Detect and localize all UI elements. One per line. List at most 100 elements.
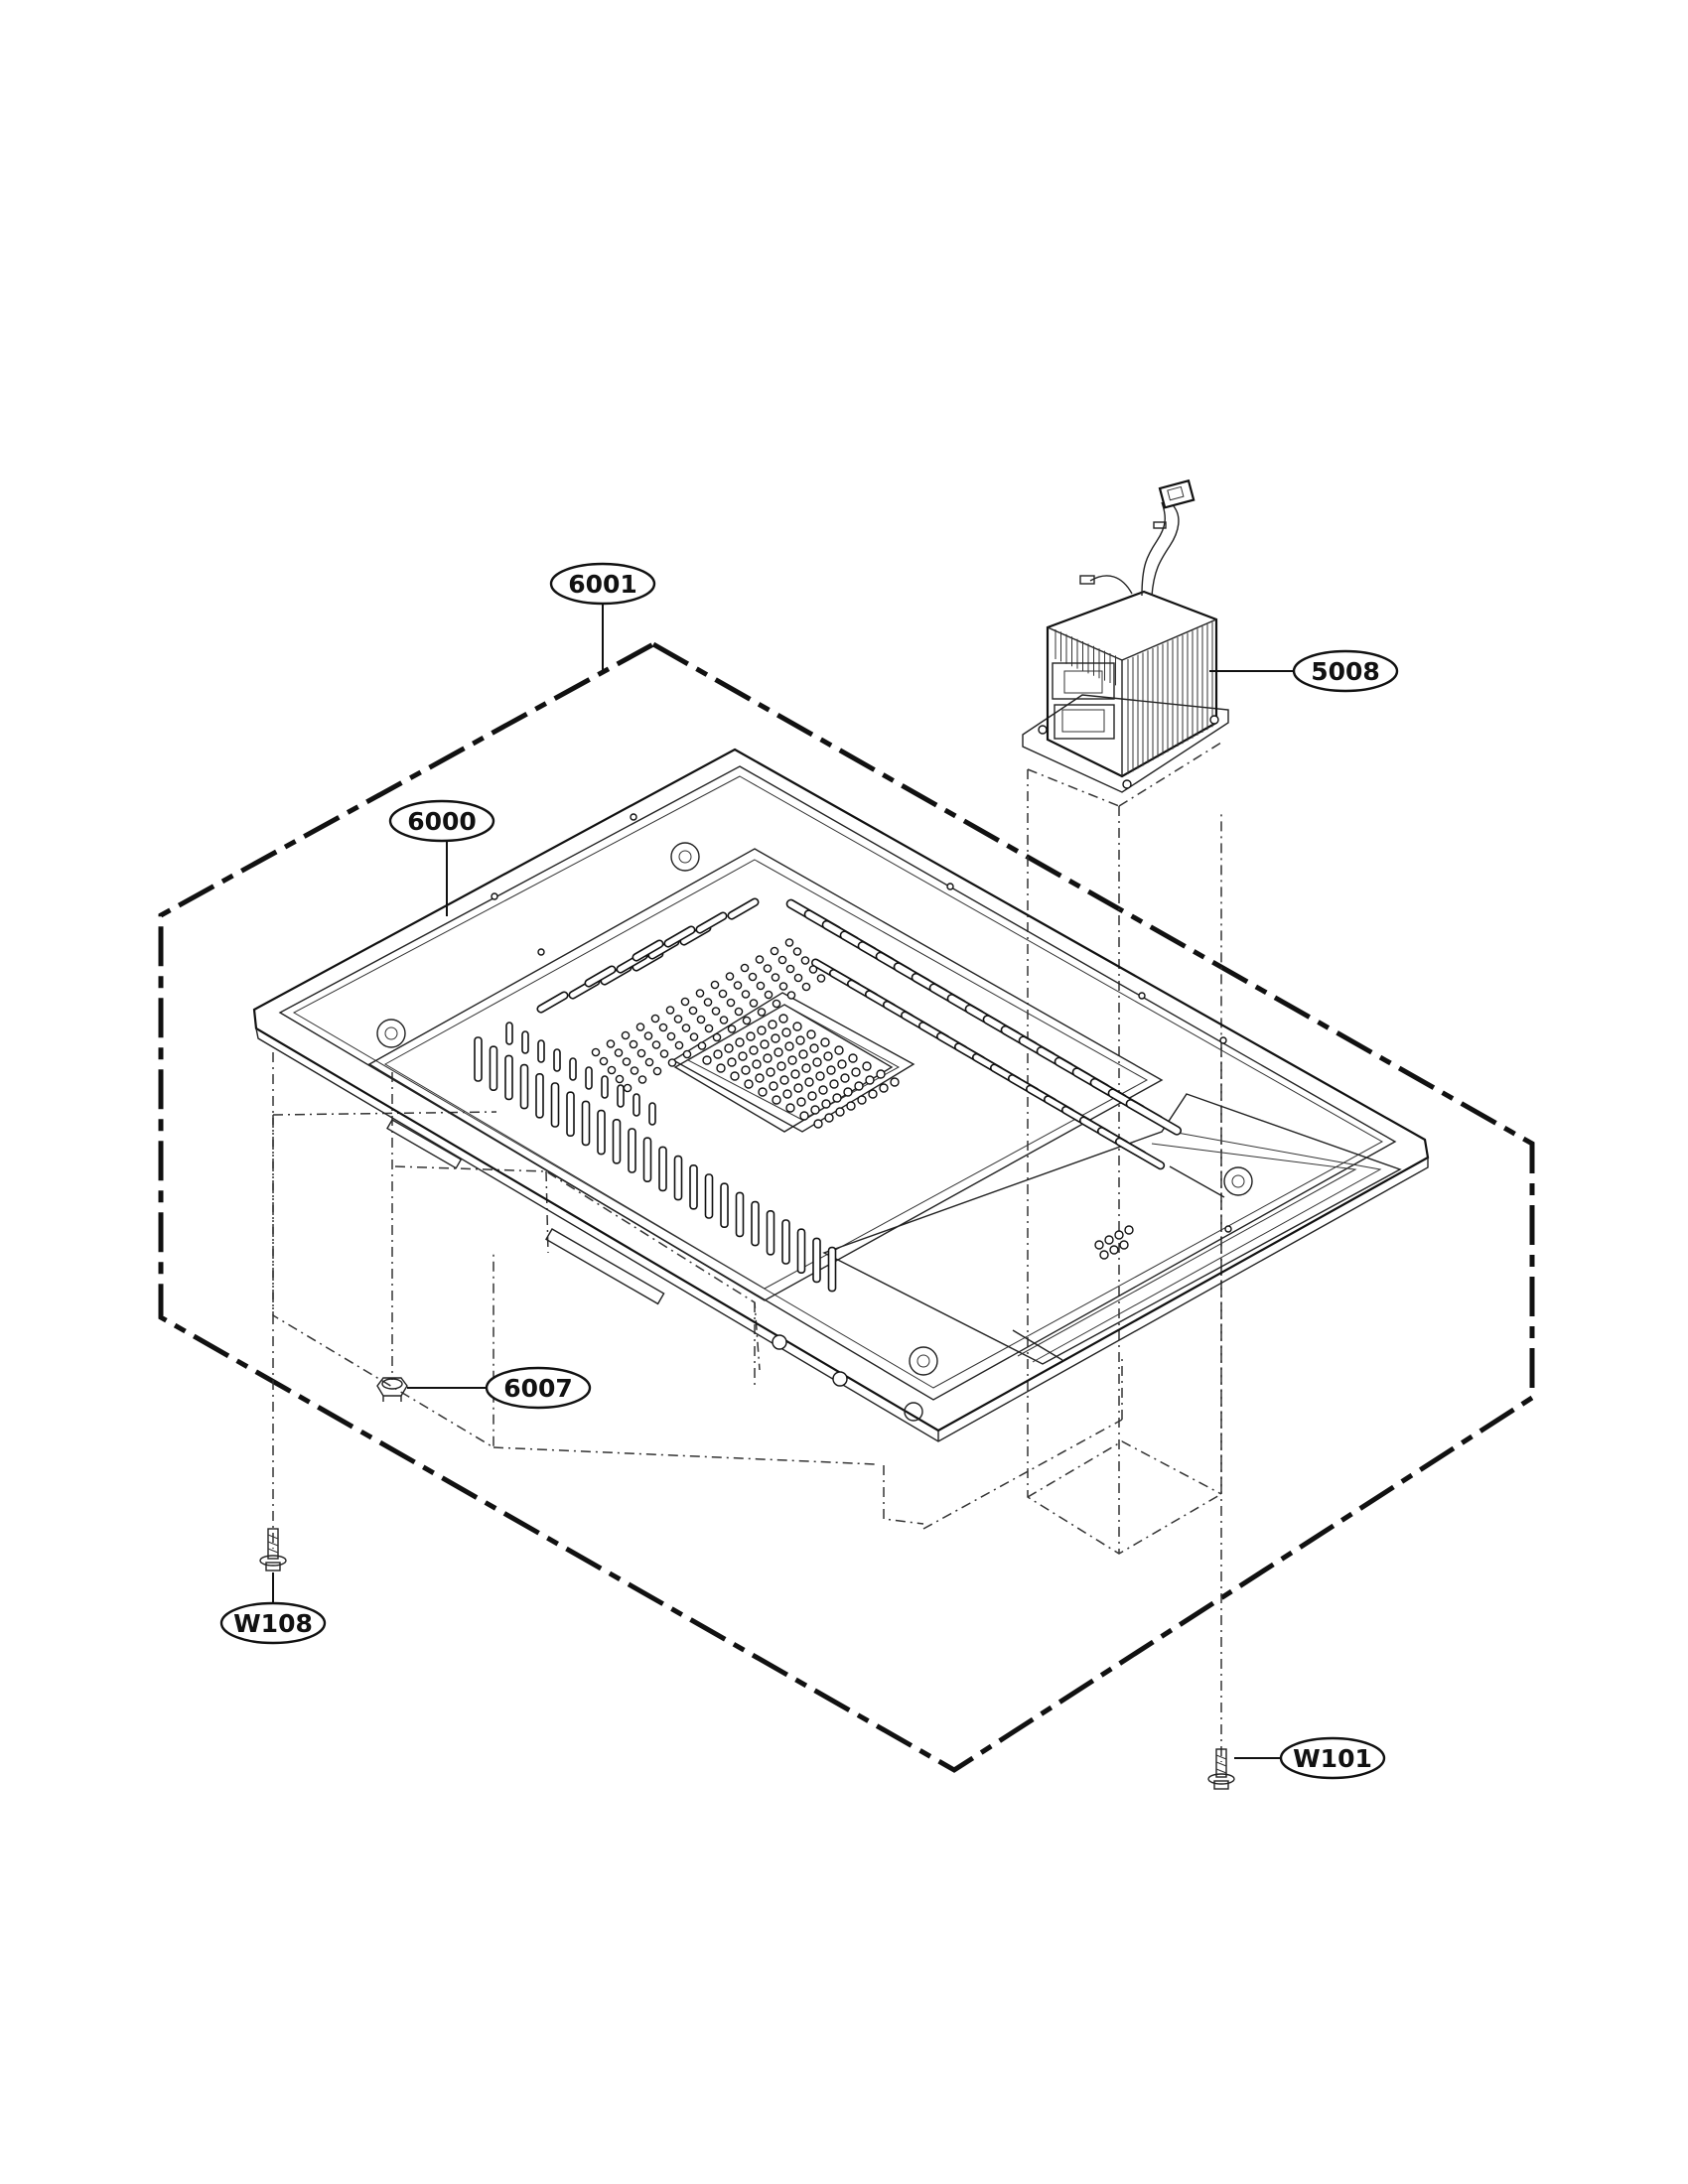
callout-w108: W108 [219,1601,327,1645]
vent-slot [617,1084,625,1108]
vent-slot [673,1155,683,1201]
perforation-hole [862,1061,872,1071]
perforation-hole [757,1025,767,1035]
perforation-hole [758,1087,768,1097]
vent-slots-left [536,897,760,1014]
vent-slot [704,1173,714,1219]
perforation-hole [821,1099,831,1109]
callout-6007-label: 6007 [503,1374,573,1403]
nut-6007 [376,1377,408,1402]
perforation-hole [742,1016,752,1025]
callout-6001-label: 6001 [568,570,637,599]
perforation-hole [770,946,779,956]
vent-slot [505,1022,513,1045]
perforation-hole [752,1059,762,1069]
callout-6000-label: 6000 [407,807,477,836]
perforation-hole [787,1055,797,1065]
perforation-hole [812,1057,822,1067]
perforation-hole [792,947,802,956]
perforation-hole [851,1067,861,1077]
callout-5008-label: 5008 [1311,657,1380,686]
perforation-hole [809,1043,819,1053]
perforation-hole [703,998,713,1007]
vent-slot [537,1039,545,1063]
perforation-hole [766,1067,775,1077]
perforation-hole [820,1037,830,1047]
perforation-hole [755,955,765,964]
vent-slot [689,1164,698,1210]
perforation-hole [606,1039,616,1048]
perforation-hole [674,1040,684,1050]
vent-slot [601,1075,609,1099]
vent-slot [569,1057,577,1081]
vent-slot [489,1045,498,1091]
perforation-hole [807,1091,817,1101]
callout-w108-label: W108 [233,1609,313,1638]
perforation-hole [740,963,750,973]
perforation-hole [792,1022,802,1031]
perforation-hole [726,998,736,1008]
vent-slot [648,1102,656,1126]
vent-slot [519,1063,529,1110]
vent-slots-front [474,1022,837,1293]
vent-slots-back [785,898,1183,1170]
perforation-hole [777,955,787,965]
perforation-hole [635,1023,645,1031]
perforation-hole [734,1007,744,1017]
perforation-hole [591,1047,601,1057]
perforation-hole [798,1049,808,1059]
perforation-hole [755,1073,765,1083]
vent-slot [633,1093,640,1117]
vent-slot [521,1030,529,1054]
perforation-hole [785,964,795,974]
vent-slot [735,1191,745,1238]
callout-6007: 6007 [485,1366,592,1410]
perforation-hole [718,989,728,999]
perforation-hole [854,1081,864,1091]
vent-slot [474,1036,483,1082]
perforation-hole [665,1006,675,1015]
perforation-hole [832,1093,842,1103]
perforation-hole [621,1030,631,1040]
vent-slot [535,1073,544,1119]
perforation-hole [741,1065,751,1075]
transformer [1022,478,1229,793]
perforation-hole [804,1077,814,1087]
perforation-hole [769,1081,778,1091]
perforation-hole [772,999,781,1009]
perforation-hole [771,1033,780,1043]
perforation-hole [615,1074,625,1084]
perforation-hole [637,1075,647,1084]
perforation-hole [793,1083,803,1093]
perforation-hole [741,990,751,999]
vent-slot [536,991,569,1014]
perforation-hole [727,1057,737,1067]
perforation-hole [808,965,818,974]
vent-slot [642,1137,652,1182]
perforation-center [702,1014,900,1129]
vent-slot [720,1182,729,1228]
vent-slot [751,1200,760,1247]
perforation-hole [857,1095,867,1105]
perforation-hole [782,1089,792,1099]
perforation-hole [716,1063,726,1073]
perforation-hole [784,1041,794,1051]
perforation-hole [879,1083,889,1093]
perforation-hole [835,1107,845,1117]
perforation-hole [815,1071,825,1081]
perforation-hole [666,1031,676,1041]
perforation-hole [793,973,803,983]
perforation-hole [697,1041,707,1050]
perforation-hole [846,1101,856,1111]
perforation-hole [658,1023,668,1032]
perforation-hole [746,1031,756,1041]
perforation-hole [834,1045,844,1055]
vent-slot [597,1109,606,1156]
perforation-hole [667,1058,677,1067]
vent-slot [584,965,617,988]
perforation-hole [738,1051,748,1061]
perforation-hole [636,1048,646,1058]
perforation-hole [810,1105,820,1115]
perforation-hole [760,1039,770,1049]
